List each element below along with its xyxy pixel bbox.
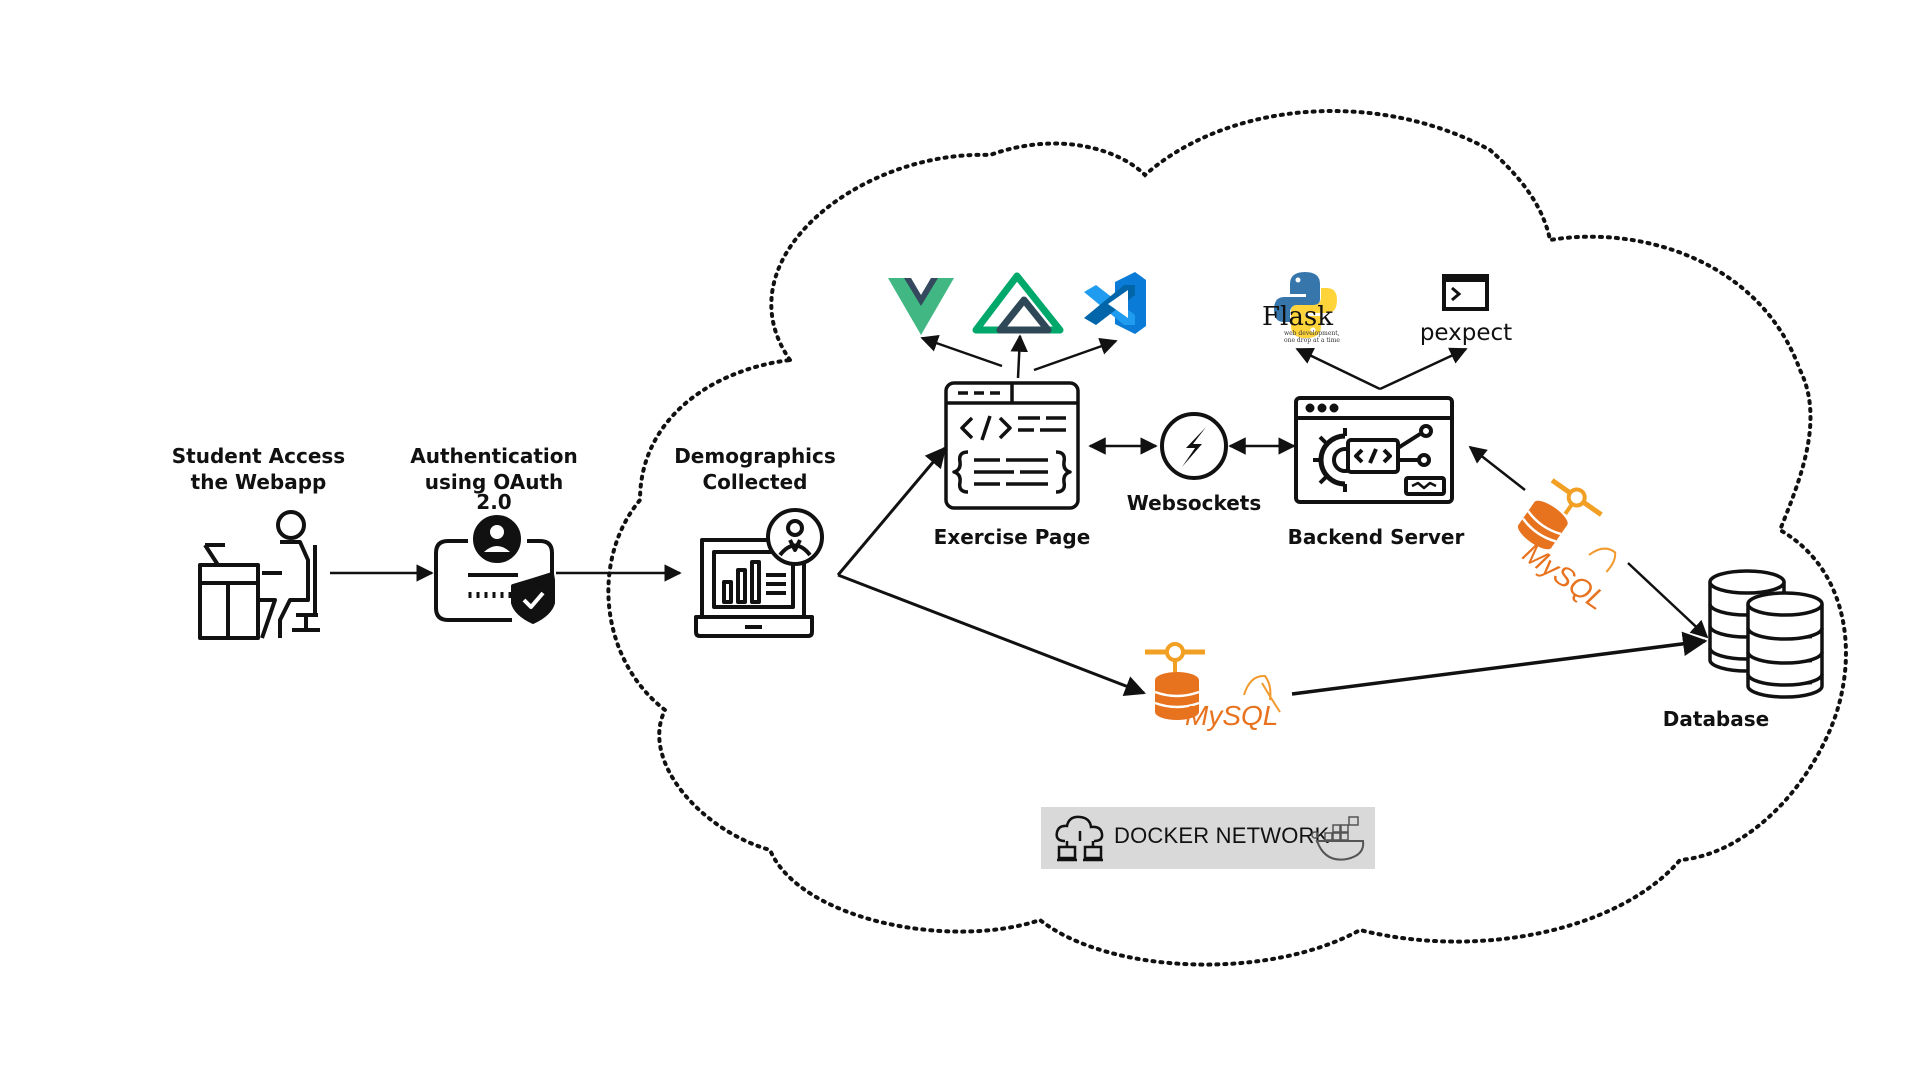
label-student-line1: Student Access (171, 444, 346, 468)
label-exercise-page: Exercise Page (933, 525, 1091, 549)
cloud-icon (1055, 815, 1104, 862)
arrow-mysql2-to-database (1627, 562, 1709, 639)
arrow-mysql-to-database (1291, 631, 1708, 696)
label-demographics-line2: Collected (702, 470, 808, 494)
arrow-exercise-to-nuxt (1010, 334, 1028, 379)
pexpect-label: pexpect (1419, 320, 1513, 346)
arrow-backend-to-flask (1295, 347, 1381, 391)
id-card-shield-icon (434, 515, 555, 624)
arrow-exercise-to-vue (920, 334, 1003, 368)
docker-network-badge: DOCKER NETWORK (1041, 807, 1375, 869)
label-backend-server: Backend Server (1287, 525, 1465, 549)
connectors (330, 334, 1709, 696)
arrow-demographics-to-exercise (836, 446, 947, 576)
arrow-demographics-to-mysql (837, 573, 1146, 696)
arrow-exercise-to-vscode (1033, 338, 1118, 372)
vue-logo-icon (888, 278, 954, 335)
docker-icon (1311, 816, 1365, 861)
code-editor-icon (944, 381, 1080, 510)
laptop-chart-icon (694, 508, 824, 638)
label-student: Student Access the Webapp (156, 443, 361, 495)
flask-logo-tagline: web development, one drop at a time (1284, 330, 1340, 344)
label-database: Database (1662, 707, 1770, 731)
label-demographics: Demographics Collected (655, 443, 855, 495)
flask-logo-text: Flask (1262, 302, 1333, 332)
mysql-dolphin-icon (1145, 642, 1281, 720)
arrow-backend-to-pexpect (1379, 347, 1468, 391)
python-logo-icon (1274, 272, 1337, 338)
socket-io-icon (1160, 412, 1228, 480)
database-icon (1708, 569, 1824, 699)
vscode-logo-icon (1084, 272, 1146, 334)
mysql-logo-text: MySQL (1185, 700, 1279, 731)
docker-network-label: DOCKER NETWORK (1114, 823, 1330, 848)
person-at-desk-icon (198, 510, 320, 640)
server-gear-icon (1294, 396, 1454, 504)
label-auth: Authentication using OAuth 2.0 (394, 443, 594, 515)
label-websockets: Websockets (1126, 491, 1262, 515)
label-student-line2: the Webapp (190, 470, 327, 494)
arrow-mysql2-to-backend (1468, 445, 1526, 491)
cloud-boundary (606, 109, 1848, 967)
label-auth-line1: Authentication (410, 444, 578, 468)
label-auth-line2: using OAuth (424, 470, 564, 494)
label-auth-line3: 2.0 (476, 490, 512, 514)
label-demographics-line1: Demographics (674, 444, 836, 468)
terminal-icon (1442, 274, 1489, 311)
database-cylinder-front (1746, 591, 1824, 699)
mysql-dolphin-icon (1517, 478, 1617, 573)
nuxt-logo-icon (972, 272, 1064, 334)
